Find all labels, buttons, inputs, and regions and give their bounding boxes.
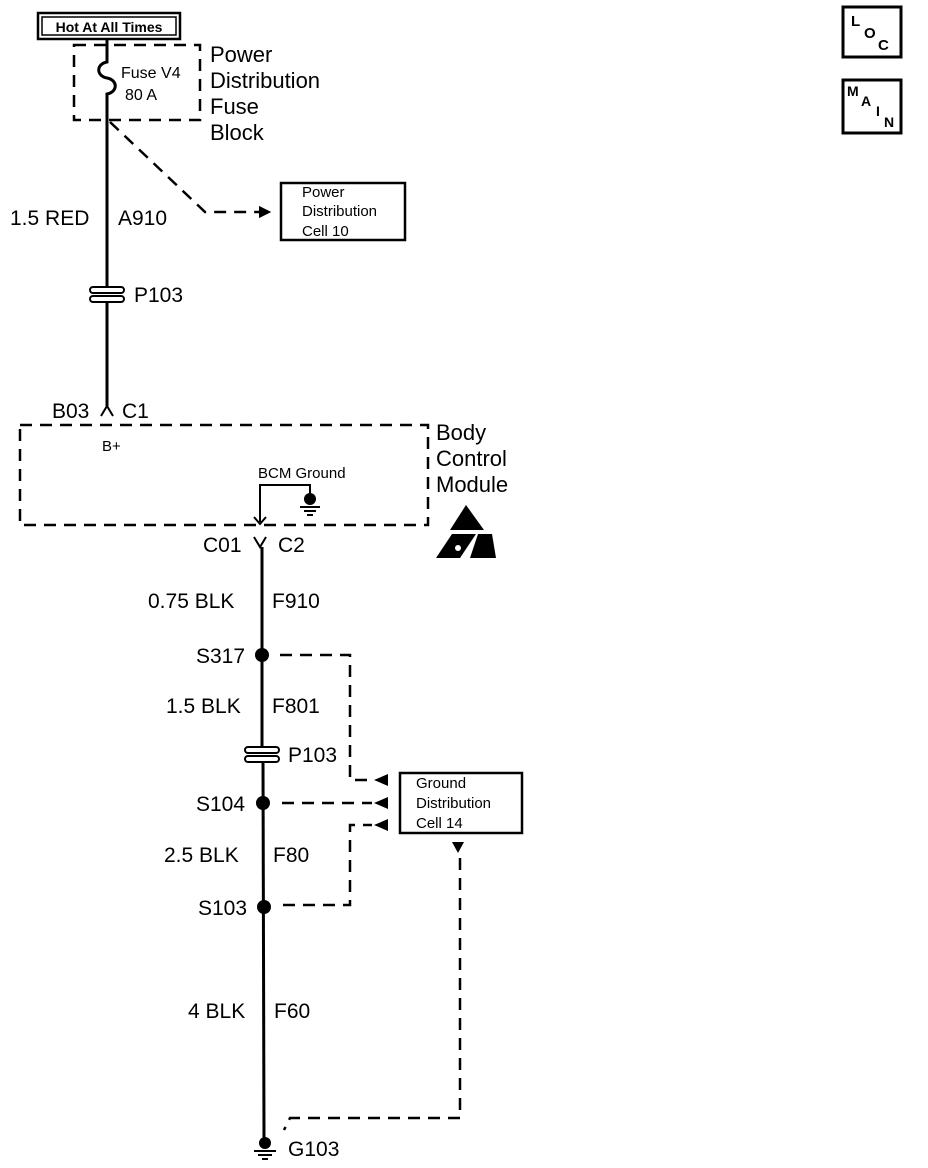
splice-s103-label: S103 [198, 897, 247, 920]
ground-return-arrow-icon [452, 842, 464, 853]
terminal-b03: B03 [52, 400, 89, 423]
wire-f80-f60[interactable] [261, 761, 266, 1141]
fuse-block-title-line-3: Fuse [210, 94, 259, 119]
wire-f801-gauge-color: 1.5 BLK [166, 695, 241, 718]
bcm-title: Body Control Module [436, 420, 508, 497]
ground-distribution-ref-line-2: Distribution [416, 795, 491, 812]
splice-s317-label: S317 [196, 645, 245, 668]
main-letter-1: M [847, 83, 859, 99]
fuse-block-title: Power Distribution Fuse Block [210, 42, 320, 145]
wire-f801-circuit: F801 [272, 695, 320, 718]
main-letter-3: I [876, 103, 880, 119]
wire-f80-gauge-color: 2.5 BLK [164, 844, 239, 867]
bcm-ground-node [304, 493, 316, 505]
wire-f910-gauge-color: 0.75 BLK [148, 590, 234, 613]
wire-f60-circuit: F60 [274, 1000, 310, 1023]
location-icon[interactable]: L O C [841, 5, 903, 59]
bcm-ground-icon [300, 506, 320, 516]
wire-f910-circuit: F910 [272, 590, 320, 613]
connector-p103-upper-label: P103 [134, 284, 183, 307]
bcm-title-line-2: Control [436, 446, 507, 471]
power-distribution-ref-box[interactable]: Power Distribution Cell 10 [279, 181, 407, 242]
ground-g103-label: G103 [288, 1138, 339, 1161]
splice-s317[interactable] [255, 648, 269, 662]
ground-distribution-ref-line-3: Cell 14 [416, 815, 463, 832]
s103-leader [283, 823, 372, 907]
power-distribution-ref-line-1: Power [302, 184, 345, 201]
fuse-rating: 80 A [125, 87, 157, 104]
ground-g103[interactable]: G103 [254, 1137, 339, 1161]
wire-f60-gauge-color: 4 BLK [188, 1000, 245, 1023]
main-index-icon[interactable]: M A I N [841, 78, 903, 135]
splice-s104[interactable] [256, 796, 270, 810]
g103-leader [282, 858, 462, 1131]
bcm-ground-wire [259, 484, 311, 522]
loc-letter-1: L [851, 13, 860, 30]
power-distribution-ref-line-3: Cell 10 [302, 223, 349, 240]
splice-s103[interactable] [257, 900, 271, 914]
main-letter-2: A [861, 93, 871, 109]
fuse-block[interactable]: Fuse V4 80 A [72, 39, 202, 122]
connector-p103-lower[interactable]: P103 [244, 744, 337, 767]
terminal-c01: C01 [203, 534, 242, 557]
body-control-module[interactable]: B+ BCM Ground [18, 423, 430, 527]
connector-p103-upper[interactable]: P103 [89, 284, 183, 307]
bcm-ground-label: BCM Ground [258, 465, 346, 482]
ground-distribution-ref-box[interactable]: Ground Distribution Cell 14 [398, 771, 524, 835]
fuse-block-title-line-4: Block [210, 120, 265, 145]
fuse-name: Fuse V4 [121, 65, 181, 82]
fuse-symbol-icon [97, 39, 117, 120]
main-letter-4: N [884, 114, 894, 130]
ground-distribution-ref-line-1: Ground [416, 775, 466, 792]
bcm-title-line-1: Body [436, 420, 486, 445]
fuse-block-title-line-2: Distribution [210, 68, 320, 93]
power-source-box: Hot At All Times [36, 11, 182, 41]
connector-p103-lower-label: P103 [288, 744, 337, 767]
bcm-bplus: B+ [102, 438, 121, 455]
power-source-label: Hot At All Times [56, 19, 163, 35]
fuse-block-title-line-1: Power [210, 42, 272, 67]
ground-distribution-arrows [374, 774, 388, 831]
wire-a910-circuit: A910 [118, 207, 167, 230]
wire-f80-circuit: F80 [273, 844, 309, 867]
bcm-title-line-3: Module [436, 472, 508, 497]
power-distribution-ref-line-2: Distribution [302, 203, 377, 220]
esd-sensitive-icon [436, 505, 496, 558]
wire-a910-gauge-color: 1.5 RED [10, 207, 89, 230]
splice-s104-label: S104 [196, 793, 245, 816]
s317-leader [280, 653, 372, 782]
connector-c2: C2 [278, 534, 305, 557]
ground-g103-icon [254, 1150, 276, 1160]
terminal-c01-symbol-icon [253, 536, 267, 549]
connector-c1: C1 [122, 400, 149, 423]
power-distribution-leader [109, 121, 272, 219]
loc-letter-3: C [878, 37, 889, 54]
loc-letter-2: O [864, 25, 876, 42]
terminal-b03-symbol-icon [100, 404, 114, 417]
